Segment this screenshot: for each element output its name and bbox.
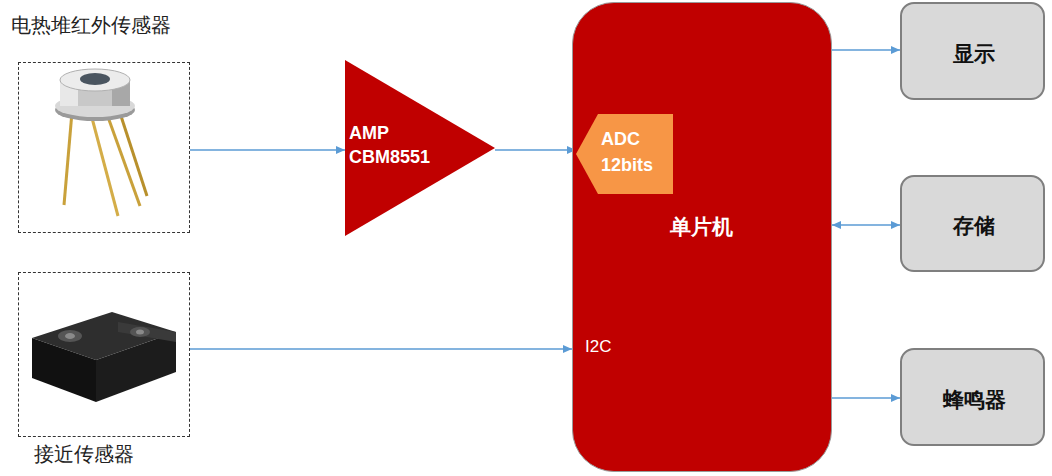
output-box: 蜂鸣器 <box>900 348 1045 446</box>
mcu-block: 单片机 ADC 12bits <box>572 2 832 472</box>
node-label: AMP CBM8551 <box>349 121 430 169</box>
node-label: 显示 <box>953 41 995 66</box>
pentagon-outline <box>576 114 673 194</box>
thermopile-sensor-picture <box>55 69 147 216</box>
amplifier-triangle: AMP CBM8551 <box>345 60 495 236</box>
proximity-sensor-picture <box>32 312 176 402</box>
connector <box>832 397 900 398</box>
connector <box>832 49 900 50</box>
node-label: 接近传感器 <box>34 442 134 466</box>
connector <box>190 149 345 150</box>
pin-name: I2C <box>585 337 611 357</box>
triangle-outline <box>345 60 495 236</box>
connector <box>190 348 572 349</box>
pentagon-outline <box>576 114 673 194</box>
storage-box: 存储 <box>900 175 1045 272</box>
connector <box>832 224 900 225</box>
adc-block: ADC 12bits <box>576 114 673 194</box>
sensor-frame: 电热堆红外传感器 <box>18 62 190 233</box>
node-label: 存储 <box>953 213 995 238</box>
output-box: 显示 <box>900 2 1045 100</box>
node-label: 蜂鸣器 <box>943 387 1006 412</box>
node-label: ADC 12bits <box>601 126 653 178</box>
node-label: 电热堆红外传感器 <box>11 13 171 37</box>
connector <box>495 149 576 150</box>
node-label: 单片机 <box>670 214 733 239</box>
sensor-frame: 接近传感器 <box>18 272 190 437</box>
